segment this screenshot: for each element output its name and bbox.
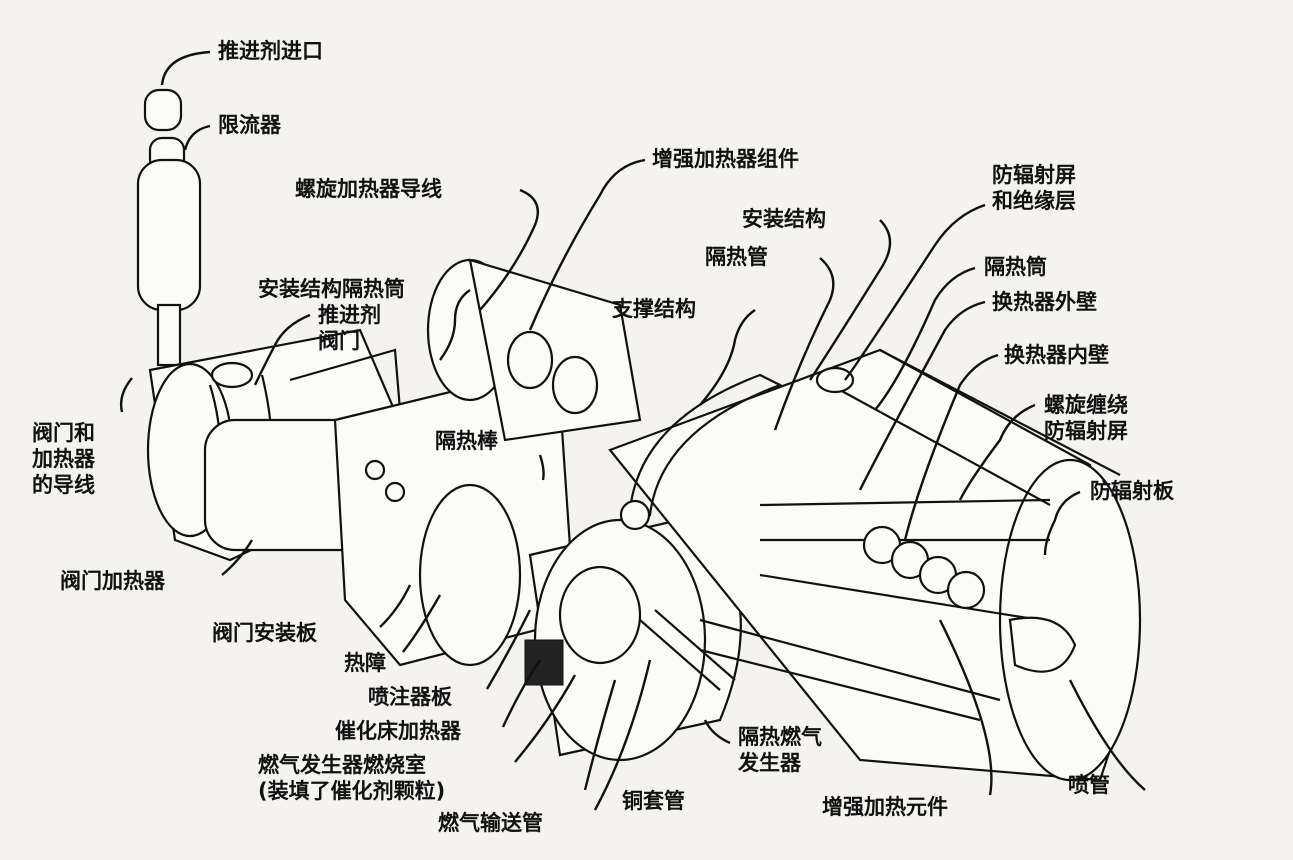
label-spiral-wound-radiation-shield: 螺旋缠绕 防辐射屏 xyxy=(1044,393,1128,443)
heat-exchanger-body xyxy=(608,348,1142,782)
label-insulation-cylinder: 隔热筒 xyxy=(984,255,1047,279)
label-heat-insulating-tube: 隔热管 xyxy=(705,245,768,269)
label-mounting-structure-insulation-cylinder: 安装结构隔热筒 xyxy=(258,277,405,301)
support-ring xyxy=(619,366,855,531)
label-injector-plate: 喷注器板 xyxy=(368,685,452,709)
label-flow-restrictor: 限流器 xyxy=(218,113,281,137)
label-propellant-inlet: 推进剂进口 xyxy=(218,39,323,63)
label-valve-heater-leads: 阀门和 加热器 的导线 xyxy=(32,421,95,497)
label-propellant-valve: 推进剂 阀门 xyxy=(318,303,381,353)
label-mounting-structure: 安装结构 xyxy=(742,207,826,231)
label-radiation-shield-plate: 防辐射板 xyxy=(1090,479,1174,503)
label-exchanger-outer-wall: 换热器外壁 xyxy=(992,290,1097,314)
label-insulated-gas-generator: 隔热燃气 发生器 xyxy=(738,725,822,775)
label-augmentation-heater-assembly: 增强加热器组件 xyxy=(652,147,799,171)
label-insulating-rod: 隔热棒 xyxy=(435,429,498,453)
label-spiral-heater-leads: 螺旋加热器导线 xyxy=(295,177,442,201)
label-copper-sleeve: 铜套管 xyxy=(622,789,685,813)
label-exchanger-inner-wall: 换热器内壁 xyxy=(1004,343,1109,367)
label-catalyst-bed-heater: 催化床加热器 xyxy=(335,719,461,743)
label-valve-mounting-plate: 阀门安装板 xyxy=(212,621,317,645)
inlet-assembly xyxy=(136,88,202,367)
label-radiation-shield-insulation: 防辐射屏 和绝缘层 xyxy=(992,163,1076,213)
leader-lines xyxy=(119,50,1146,811)
label-valve-heater: 阀门加热器 xyxy=(60,569,165,593)
label-support-structure: 支撑结构 xyxy=(612,297,696,321)
label-thermal-barrier: 热障 xyxy=(344,651,386,675)
label-augmentation-heating-element: 增强加热元件 xyxy=(822,795,948,819)
gas-generator xyxy=(418,483,742,762)
label-gas-delivery-tube: 燃气输送管 xyxy=(438,811,543,835)
label-nozzle: 喷管 xyxy=(1068,773,1110,797)
label-gas-generator-chamber: 燃气发生器燃烧室 (装填了催化剂颗粒) xyxy=(258,753,446,803)
